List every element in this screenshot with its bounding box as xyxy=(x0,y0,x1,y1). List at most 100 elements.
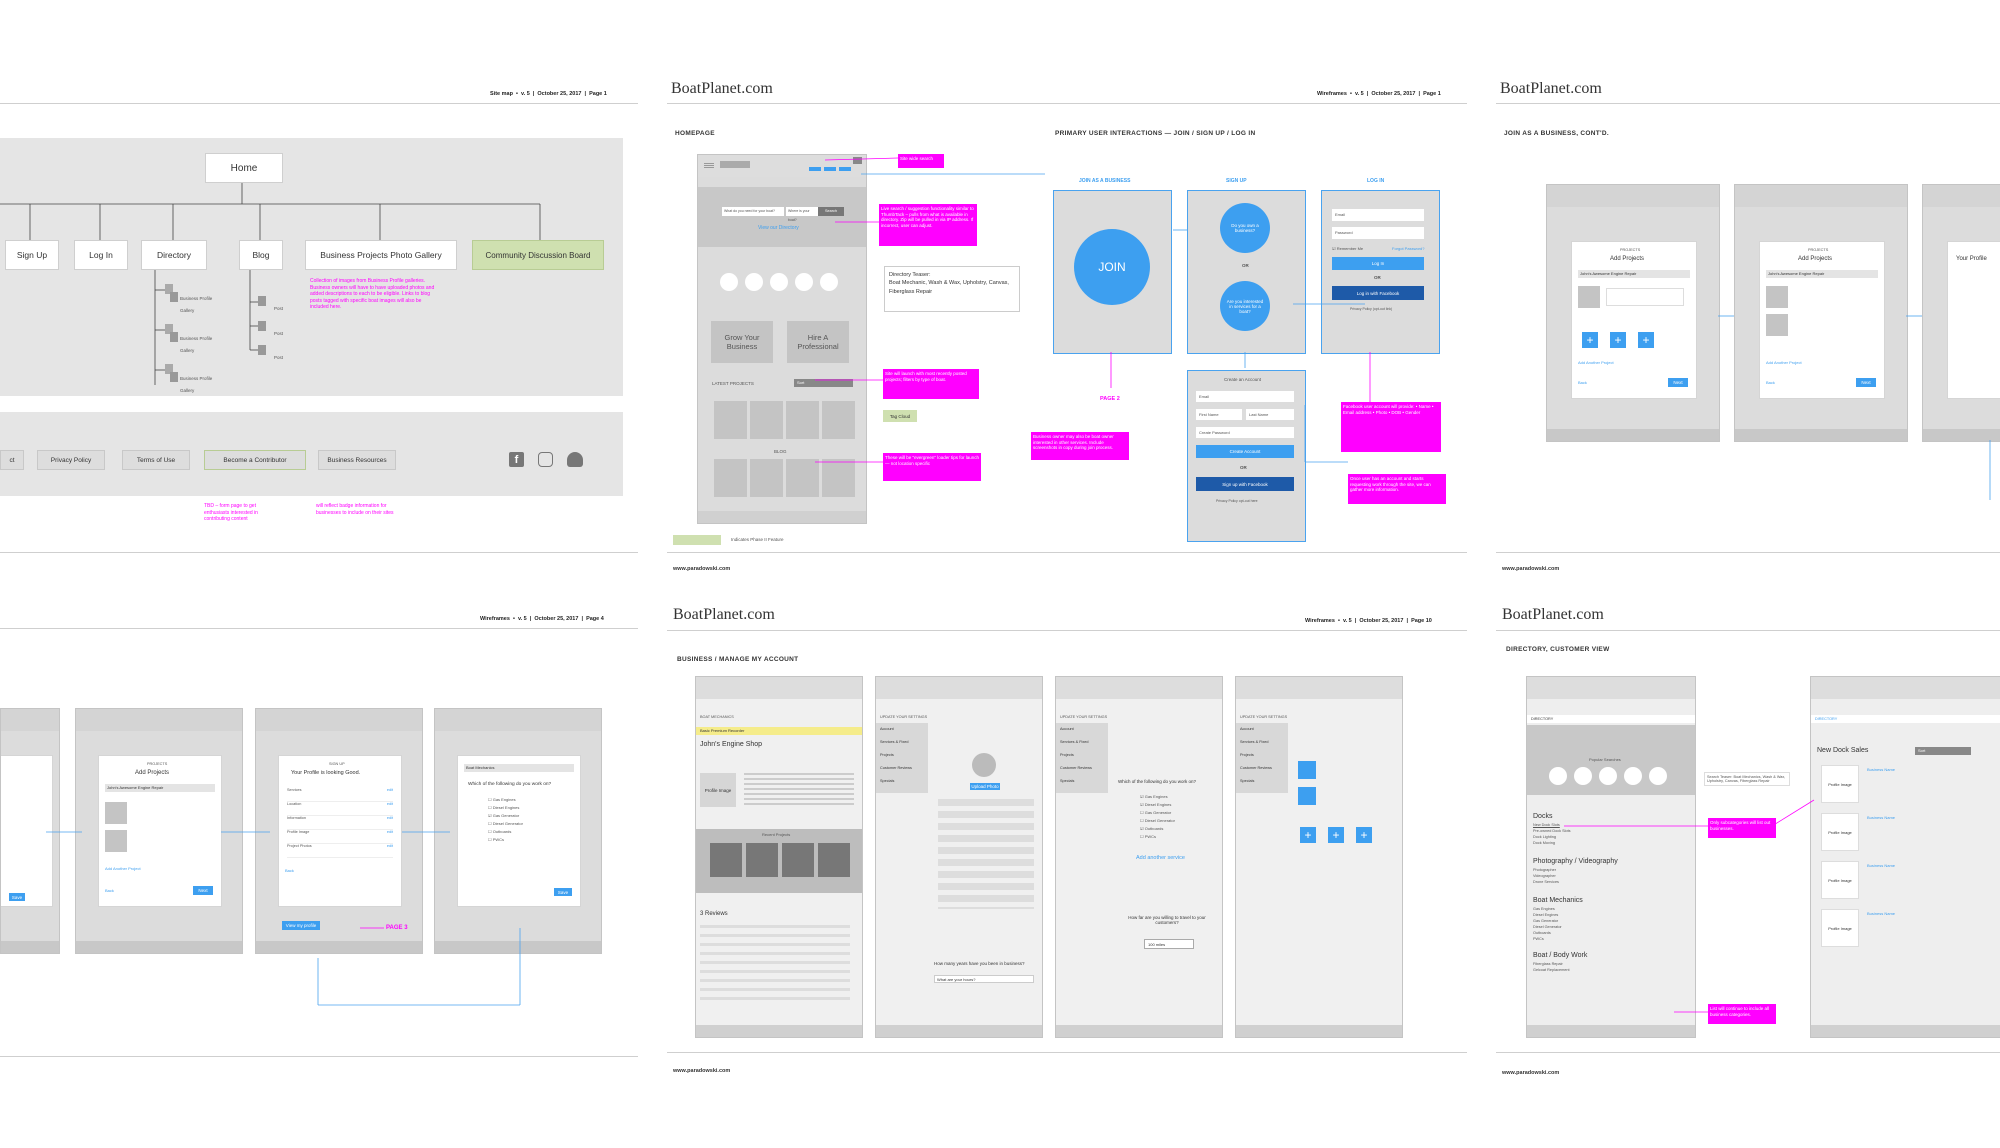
directory-page: BoatPlanet.com DIRECTORY, CUSTOMER VIEW … xyxy=(1494,600,2000,1080)
join-circle[interactable]: JOIN xyxy=(1074,229,1150,305)
back-link-2[interactable]: Back xyxy=(1766,380,1775,385)
login-privacy[interactable]: Privacy Policy (opt-out link) xyxy=(1350,307,1393,311)
homepage-meta: Wireframes • v. 5 | October 25, 2017 | P… xyxy=(1317,91,1441,97)
legend-label: Indicates Phase II Feature xyxy=(731,537,784,542)
directory-connectors xyxy=(1564,799,1815,1013)
join-step1: PROJECTS Add Projects John's Awesome Eng… xyxy=(1546,184,1720,442)
login-button[interactable]: Log In xyxy=(1332,257,1424,270)
login-wireframe: Email Password ☑ Remember Me Forgot Pass… xyxy=(1321,190,1440,354)
ca-or: OR xyxy=(1240,465,1247,470)
signup-step0: Save xyxy=(0,708,60,954)
view-profile-button[interactable]: View my profile xyxy=(282,921,320,930)
travel-select[interactable]: 100 miles xyxy=(1144,939,1194,949)
col-login: LOG IN xyxy=(1367,178,1385,184)
login-or: OR xyxy=(1374,275,1381,280)
signup-wireframe: Do you own a business? OR Are you intere… xyxy=(1187,190,1306,354)
page2-link[interactable]: PAGE 2 xyxy=(1100,396,1120,402)
sitemap-gallery: Business Projects Photo Gallery xyxy=(305,240,457,270)
manage-footer: www.paradowski.com xyxy=(673,1068,731,1074)
add-another-project-2[interactable]: Add Another Project xyxy=(1766,360,1802,365)
sitemap-community: Community Discussion Board xyxy=(472,240,604,270)
subcategory-wireframe: DIRECTORY New Dock Sales Sort Profile Im… xyxy=(1810,676,2000,1038)
ca-password[interactable]: Create Password xyxy=(1196,427,1294,438)
hours-field[interactable]: What are your hours? xyxy=(934,975,1034,983)
join-contd-page: BoatPlanet.com JOIN AS A BUSINESS, CONT'… xyxy=(1494,70,2000,580)
login-password[interactable]: Password xyxy=(1332,227,1424,239)
note-sort: Site will launch with most recently post… xyxy=(883,369,979,399)
section-interactions: PRIMARY USER INTERACTIONS — JOIN / SIGN … xyxy=(1055,130,1256,137)
hire-pro-button[interactable]: Hire A Professional xyxy=(787,321,849,363)
footer-privacy: Privacy Policy xyxy=(37,450,105,470)
add-another-project[interactable]: Add Another Project xyxy=(1578,360,1614,365)
homepage-connectors xyxy=(815,157,1371,463)
avatar xyxy=(972,753,996,777)
section-directory: DIRECTORY, CUSTOMER VIEW xyxy=(1506,646,1610,653)
legend-swatch xyxy=(673,535,721,545)
next-button[interactable]: Next xyxy=(1668,378,1688,387)
manage-account-page: BoatPlanet.com Wireframes • v. 5 | Octob… xyxy=(665,600,1470,1080)
blog-label: BLOG xyxy=(774,449,787,454)
section-join-contd: JOIN AS A BUSINESS, CONT'D. xyxy=(1504,130,1609,137)
upload-photo-button[interactable]: Upload Photo xyxy=(970,783,1000,790)
sitemap-blog: Blog xyxy=(239,240,283,270)
directory-wireframe: DIRECTORY Popular Searches Docks New Doc… xyxy=(1526,676,1696,1038)
view-directory-link[interactable]: View our Directory xyxy=(758,225,799,231)
note-business-owner: Business owner may also be boat owner in… xyxy=(1031,432,1129,460)
facebook-icon: f xyxy=(509,452,524,467)
homepage-page: BoatPlanet.com Wireframes • v. 5 | Octob… xyxy=(665,70,1470,580)
gallery-note: Collection of images from Business Profi… xyxy=(310,278,435,310)
add-service-link[interactable]: Add another service xyxy=(1136,855,1185,861)
fb-login-button[interactable]: Log in with Facebook xyxy=(1332,286,1424,300)
bl-add-another[interactable]: Add Another Project xyxy=(105,866,141,871)
remember-checkbox[interactable]: ☑ Remember Me xyxy=(1332,246,1364,251)
sitemap-directory: Directory xyxy=(141,240,207,270)
home-where-field[interactable]: Where is your boat? xyxy=(786,207,818,222)
create-account-title: Create an Account xyxy=(1224,377,1262,382)
own-business-circle[interactable]: Do you own a business? xyxy=(1220,203,1270,253)
bl-back[interactable]: Back xyxy=(105,888,114,893)
create-account-button[interactable]: Create Account xyxy=(1196,445,1294,458)
next-button-2[interactable]: Next xyxy=(1856,378,1876,387)
save-button[interactable]: Save xyxy=(554,888,572,896)
back-link[interactable]: Back xyxy=(1578,380,1587,385)
forgot-link[interactable]: Forgot Password? xyxy=(1392,246,1425,251)
sort-dropdown[interactable]: Sort xyxy=(794,379,853,387)
note-evergreen: These will be "evergreen" loader tips fo… xyxy=(883,453,981,481)
ca-email[interactable]: Email xyxy=(1196,391,1294,402)
home-search-field[interactable]: What do you need for your boat? xyxy=(722,207,784,216)
sitemap-login: Log In xyxy=(74,240,128,270)
ca-privacy[interactable]: Privacy Policy opt-out here xyxy=(1216,499,1258,503)
grow-business-button[interactable]: Grow Your Business xyxy=(711,321,773,363)
join-contd-connectors xyxy=(1718,315,1991,500)
directory-teaser: Directory Teaser: Boat Mechanic, Wash & … xyxy=(884,266,1020,312)
bl-back-2[interactable]: Back xyxy=(285,868,294,873)
note-list-continues: List will continue to include all busine… xyxy=(1708,1004,1776,1024)
tag-cloud-note: Tag Cloud xyxy=(883,410,917,422)
homepage-footer: www.paradowski.com xyxy=(673,566,731,572)
brand-logo-br: BoatPlanet.com xyxy=(1502,606,1604,623)
col-join: JOIN AS A BUSINESS xyxy=(1079,178,1131,184)
home-search-button[interactable]: Search xyxy=(818,207,844,216)
manage-meta: Wireframes • v. 5 | October 25, 2017 | P… xyxy=(1305,618,1432,624)
ca-first[interactable]: First Name xyxy=(1196,409,1242,420)
ca-last[interactable]: Last Name xyxy=(1246,409,1294,420)
signup-flow-page: Wireframes • v. 5 | October 25, 2017 | P… xyxy=(0,600,640,1070)
note-live-search: Live search / suggestion functionality s… xyxy=(879,204,977,246)
sitemap-home: Home xyxy=(205,153,283,183)
directory-footer: www.paradowski.com xyxy=(1502,1070,1560,1076)
page3-link[interactable]: PAGE 3 xyxy=(386,925,408,931)
snapchat-icon xyxy=(567,452,583,467)
footer-contact: ct xyxy=(0,450,24,470)
or-label: OR xyxy=(1242,263,1249,268)
brand-logo-tr: BoatPlanet.com xyxy=(1500,80,1602,97)
bl-next[interactable]: Next xyxy=(193,886,213,895)
login-email[interactable]: Email xyxy=(1332,209,1424,221)
interested-circle[interactable]: Are you interested in services for a boa… xyxy=(1220,281,1270,331)
sitemap-meta: Site map • v. 5 | October 25, 2017 | Pag… xyxy=(490,91,607,97)
fb-signup-button[interactable]: Sign up with Facebook xyxy=(1196,477,1294,491)
search-icon[interactable] xyxy=(853,157,862,164)
business-profile-wireframe: BOAT MECHANICS Basic Premium Recorder Jo… xyxy=(695,676,863,1038)
brand-logo-bc: BoatPlanet.com xyxy=(673,606,775,623)
